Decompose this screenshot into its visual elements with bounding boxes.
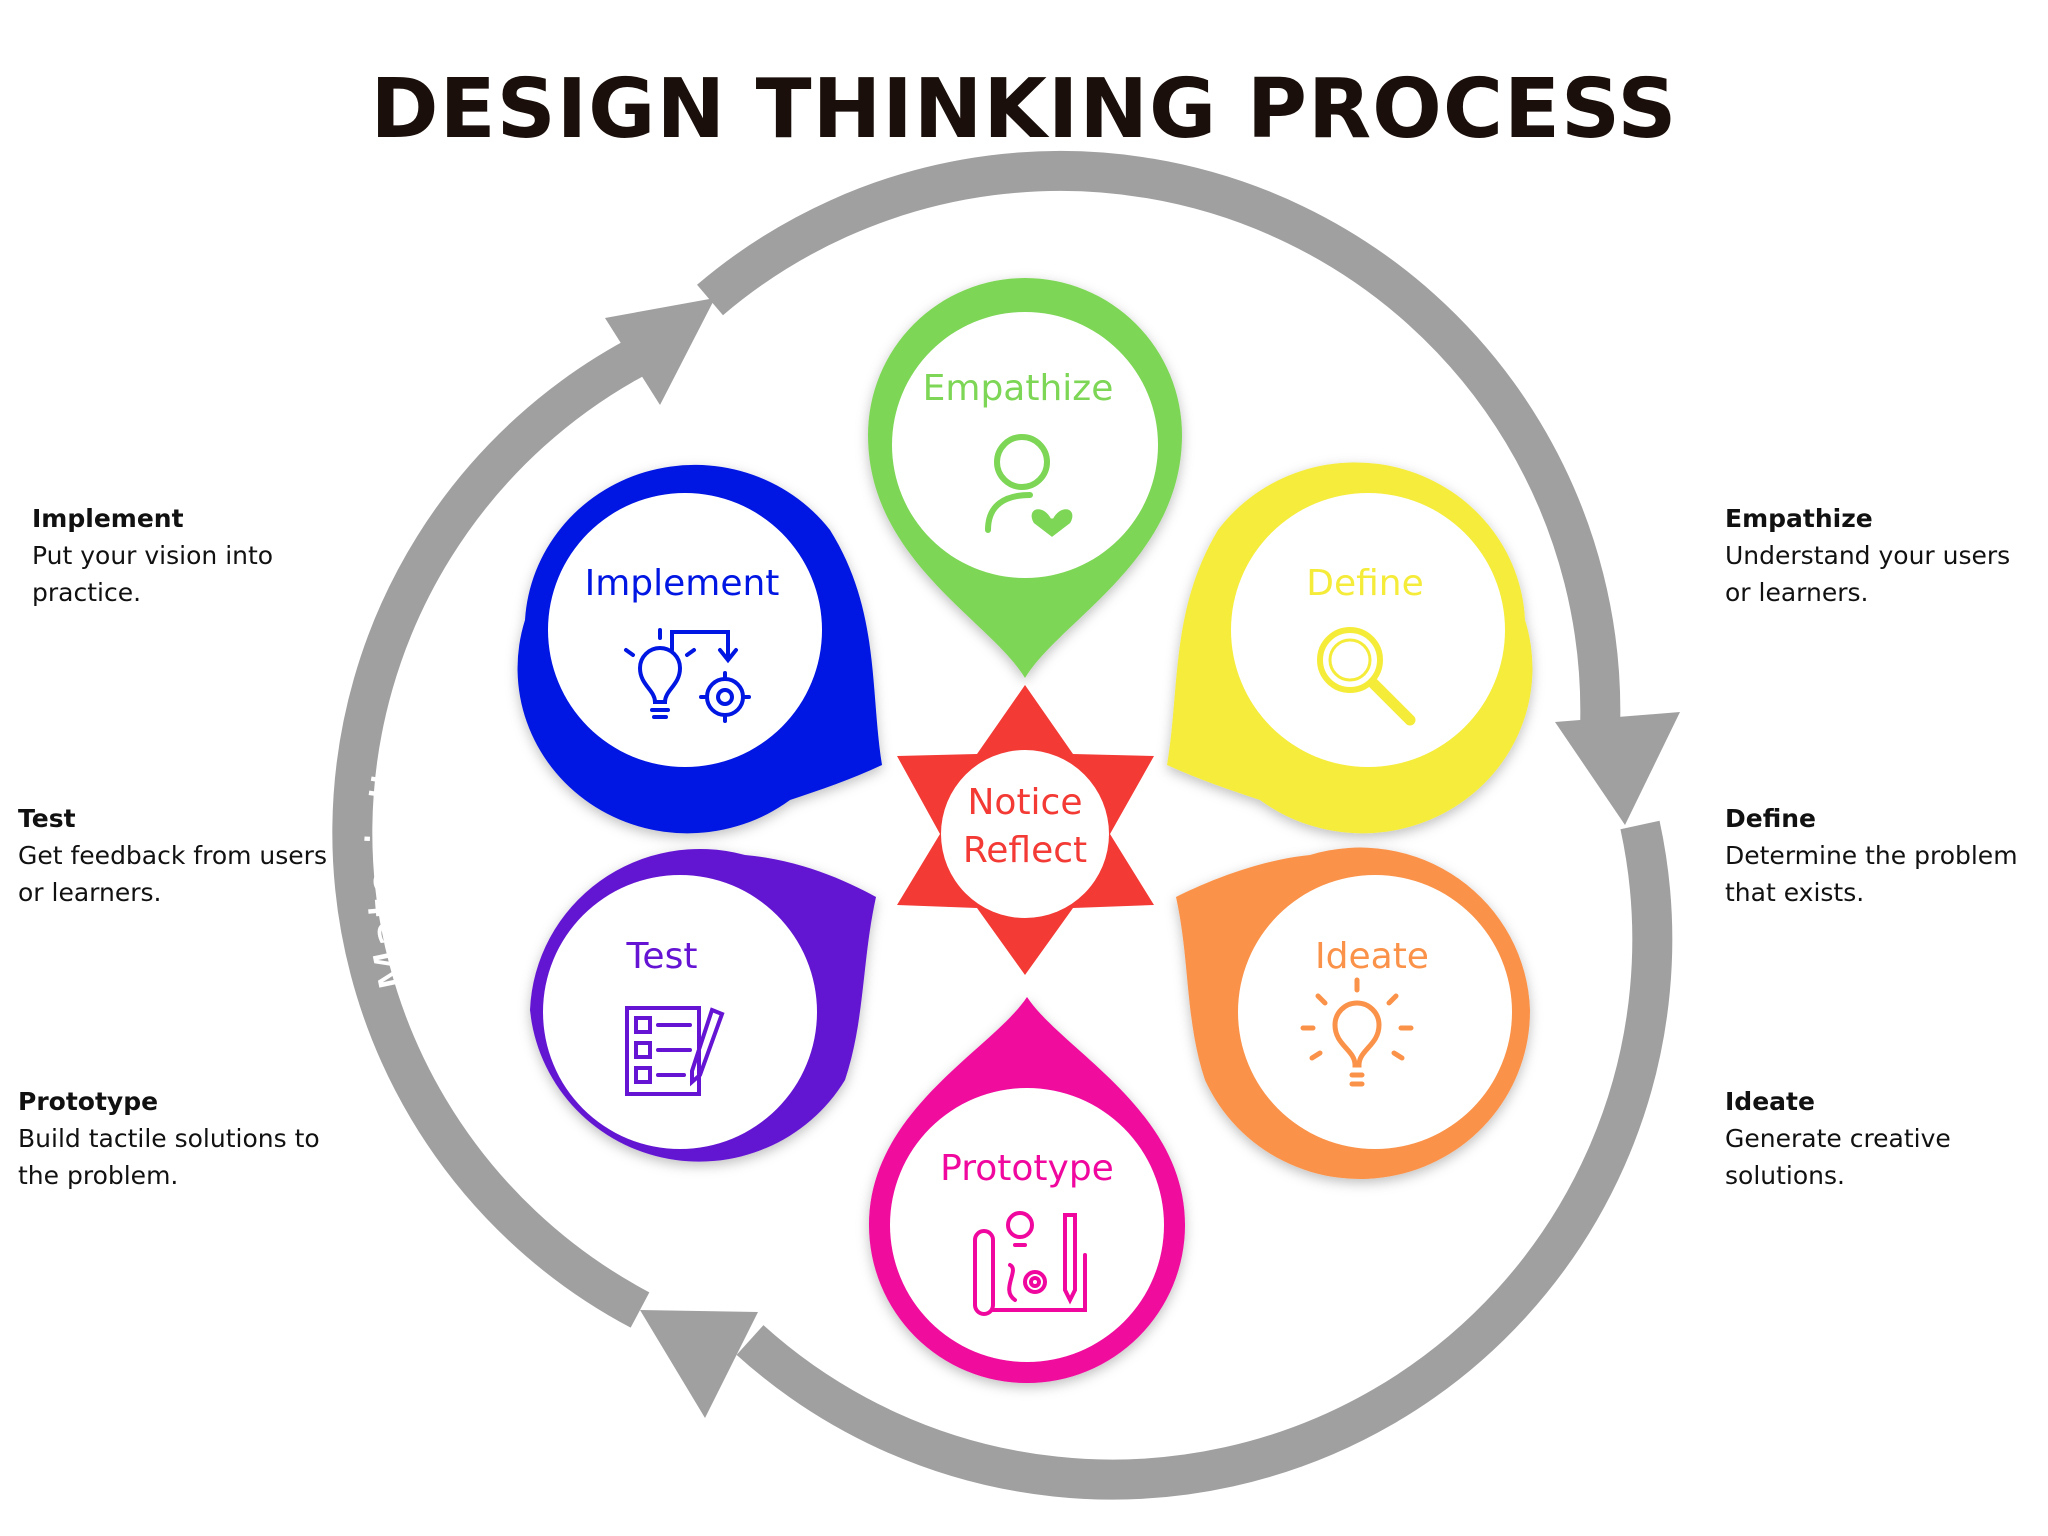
arrow-explore: [736, 820, 1673, 1500]
desc-test: Test Get feedback from users or learners…: [18, 800, 348, 911]
desc-ideate: Ideate Generate creative solutions.: [1725, 1083, 1985, 1194]
stage-ideate: [1176, 847, 1531, 1180]
stage-label-prototype: Prototype: [940, 1148, 1114, 1189]
label-explore: Explore: [1268, 1224, 1446, 1381]
bulb-gear-icon: [624, 628, 751, 723]
stage-test: [530, 848, 876, 1162]
desc-prototype-text: Build tactile solutions to the problem.: [18, 1124, 320, 1190]
desc-implement-text: Put your vision into practice.: [32, 541, 274, 607]
stage-label-empathize: Empathize: [923, 368, 1114, 409]
stage-label-ideate: Ideate: [1315, 936, 1429, 977]
desc-empathize: Empathize Understand your users or learn…: [1725, 500, 2035, 611]
desc-define-text: Determine the problem that exists.: [1725, 841, 2018, 907]
stage-label-test: Test: [626, 936, 698, 977]
stage-implement: [517, 464, 882, 834]
desc-implement: Implement Put your vision into practice.: [32, 500, 302, 611]
cycle-arrows: [332, 150, 1680, 1500]
stage-prototype: [869, 997, 1185, 1383]
page-title: DESIGN THINKING PROCESS: [370, 62, 1678, 157]
center-label-notice: Notice: [967, 782, 1082, 823]
desc-empathize-text: Understand your users or learners.: [1725, 541, 2011, 607]
desc-prototype: Prototype Build tactile solutions to the…: [18, 1083, 348, 1194]
desc-implement-title: Implement: [32, 504, 184, 533]
arrow-materialize: [332, 332, 659, 1328]
desc-empathize-title: Empathize: [1725, 504, 1873, 533]
arrow-understand: [697, 150, 1621, 731]
desc-test-title: Test: [18, 804, 76, 833]
desc-define: Define Determine the problem that exists…: [1725, 800, 2035, 911]
stage-label-implement: Implement: [585, 563, 780, 604]
desc-test-text: Get feedback from users or learners.: [18, 841, 327, 907]
stage-define: [1167, 462, 1533, 834]
lightbulb-icon: [1300, 977, 1414, 1087]
desc-define-title: Define: [1725, 804, 1816, 833]
arrowhead-explore: [640, 1310, 758, 1418]
desc-prototype-title: Prototype: [18, 1087, 159, 1116]
stage-empathize: [868, 278, 1182, 678]
arrowhead-understand: [1555, 712, 1680, 825]
desc-ideate-title: Ideate: [1725, 1087, 1815, 1116]
stage-label-define: Define: [1306, 563, 1424, 604]
magnifier-icon: [1317, 627, 1416, 726]
arrowhead-materialize: [605, 298, 715, 405]
center-star: Notice Reflect: [897, 685, 1154, 975]
desc-ideate-text: Generate creative solutions.: [1725, 1124, 1951, 1190]
center-label-reflect: Reflect: [963, 830, 1087, 871]
blueprint-icon: [973, 1211, 1087, 1316]
checklist-icon: [625, 1006, 725, 1096]
person-heart-icon: [985, 434, 1073, 537]
